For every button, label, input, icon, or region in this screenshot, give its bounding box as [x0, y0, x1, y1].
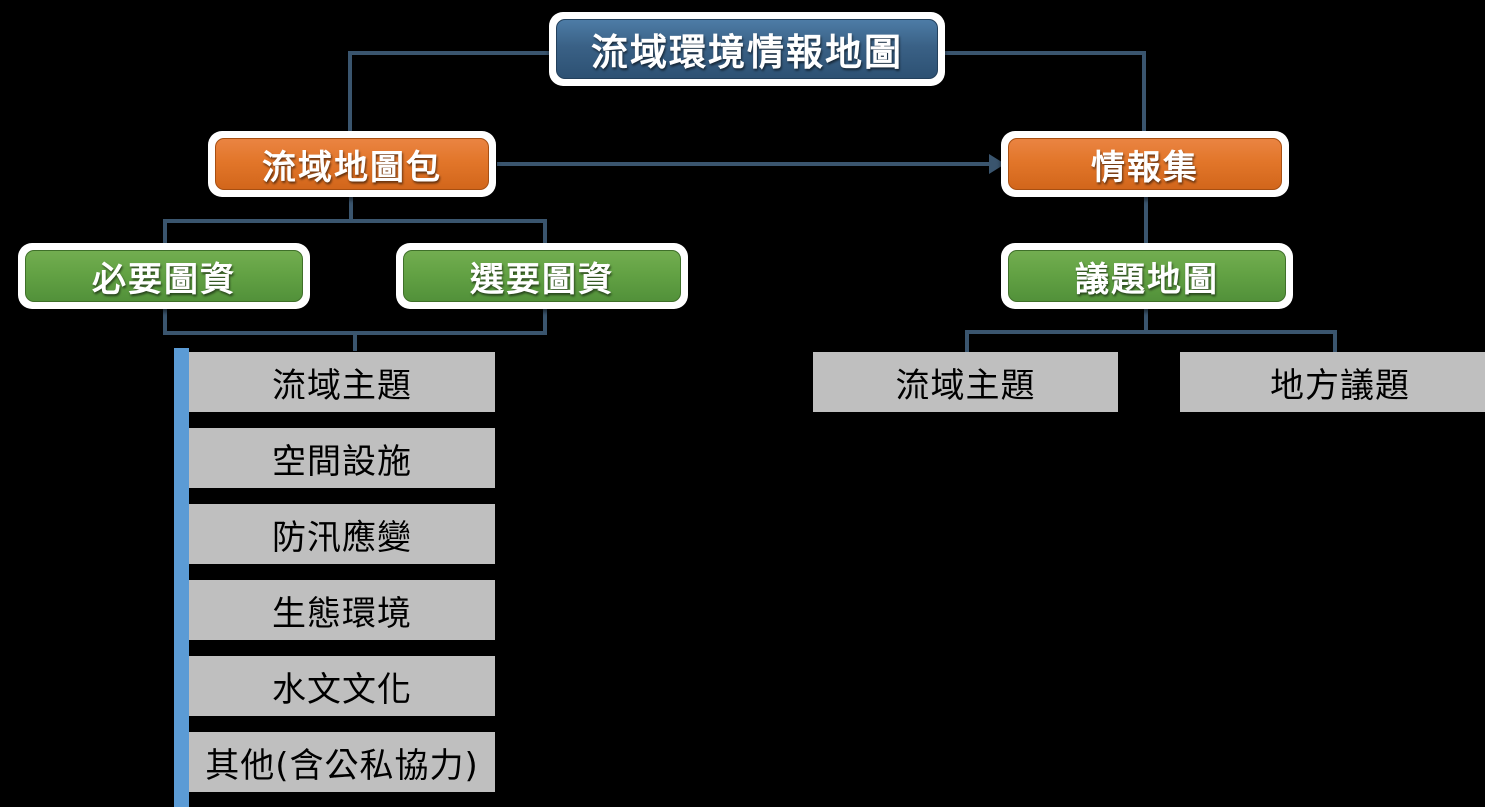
connector-to-issue-basin: [965, 330, 969, 352]
leaf-map-package-5[interactable]: 其他(含公私協力): [189, 732, 495, 792]
connector-root-to-info-set: [1142, 51, 1146, 140]
accent-bar-map-package-list: [174, 348, 189, 807]
leaf-map-package-3[interactable]: 生態環境: [189, 580, 495, 640]
leaf-map-package-4-label: 水文文化: [272, 669, 412, 710]
node-root[interactable]: 流域環境情報地圖: [549, 12, 945, 86]
connector-to-required-data: [163, 219, 167, 249]
leaf-map-package-2[interactable]: 防汛應變: [189, 504, 495, 564]
connector-map-package-split: [163, 219, 547, 223]
node-root-label: 流域環境情報地圖: [556, 19, 938, 79]
node-optional-data[interactable]: 選要圖資: [396, 243, 688, 309]
leaf-issue-map-1-label: 地方議題: [1270, 365, 1410, 406]
connector-required-data-down: [163, 303, 167, 334]
leaf-map-package-3-label: 生態環境: [272, 593, 412, 634]
node-map-package[interactable]: 流域地圖包: [208, 131, 496, 197]
leaf-issue-map-0-label: 流域主題: [895, 365, 1036, 406]
connector-root-left: [348, 51, 553, 55]
connector-optional-data-down: [543, 303, 547, 334]
connector-root-to-map-package: [348, 51, 352, 140]
leaf-map-package-0-label: 流域主題: [272, 365, 412, 406]
connector-to-optional-data: [543, 219, 547, 249]
leaf-map-package-5-label: 其他(含公私協力): [205, 745, 479, 786]
leaf-map-package-2-label: 防汛應變: [272, 517, 412, 558]
leaf-map-package-0[interactable]: 流域主題: [189, 352, 495, 412]
node-info-set-label: 情報集: [1008, 138, 1282, 190]
connector-issue-map-split: [965, 330, 1337, 334]
node-info-set[interactable]: 情報集: [1001, 131, 1289, 197]
node-optional-data-label: 選要圖資: [403, 250, 681, 302]
leaf-map-package-1[interactable]: 空間設施: [189, 428, 495, 488]
node-issue-map-label: 議題地圖: [1008, 250, 1286, 302]
node-required-data[interactable]: 必要圖資: [18, 243, 310, 309]
node-required-data-label: 必要圖資: [25, 250, 303, 302]
leaf-issue-map-1[interactable]: 地方議題: [1180, 352, 1485, 412]
connector-map-package-down: [349, 190, 353, 222]
connector-list-stub: [353, 331, 357, 351]
connector-to-issue-local: [1333, 330, 1337, 352]
connector-root-right: [940, 51, 1146, 55]
connector-info-set-to-issue-map: [1144, 190, 1148, 250]
node-map-package-label: 流域地圖包: [215, 138, 489, 190]
connector-map-package-to-info-set: [497, 162, 989, 166]
leaf-map-package-4[interactable]: 水文文化: [189, 656, 495, 716]
node-issue-map[interactable]: 議題地圖: [1001, 243, 1293, 309]
connector-issue-map-down: [1144, 303, 1148, 333]
leaf-issue-map-0[interactable]: 流域主題: [813, 352, 1118, 412]
leaf-map-package-1-label: 空間設施: [272, 441, 412, 482]
